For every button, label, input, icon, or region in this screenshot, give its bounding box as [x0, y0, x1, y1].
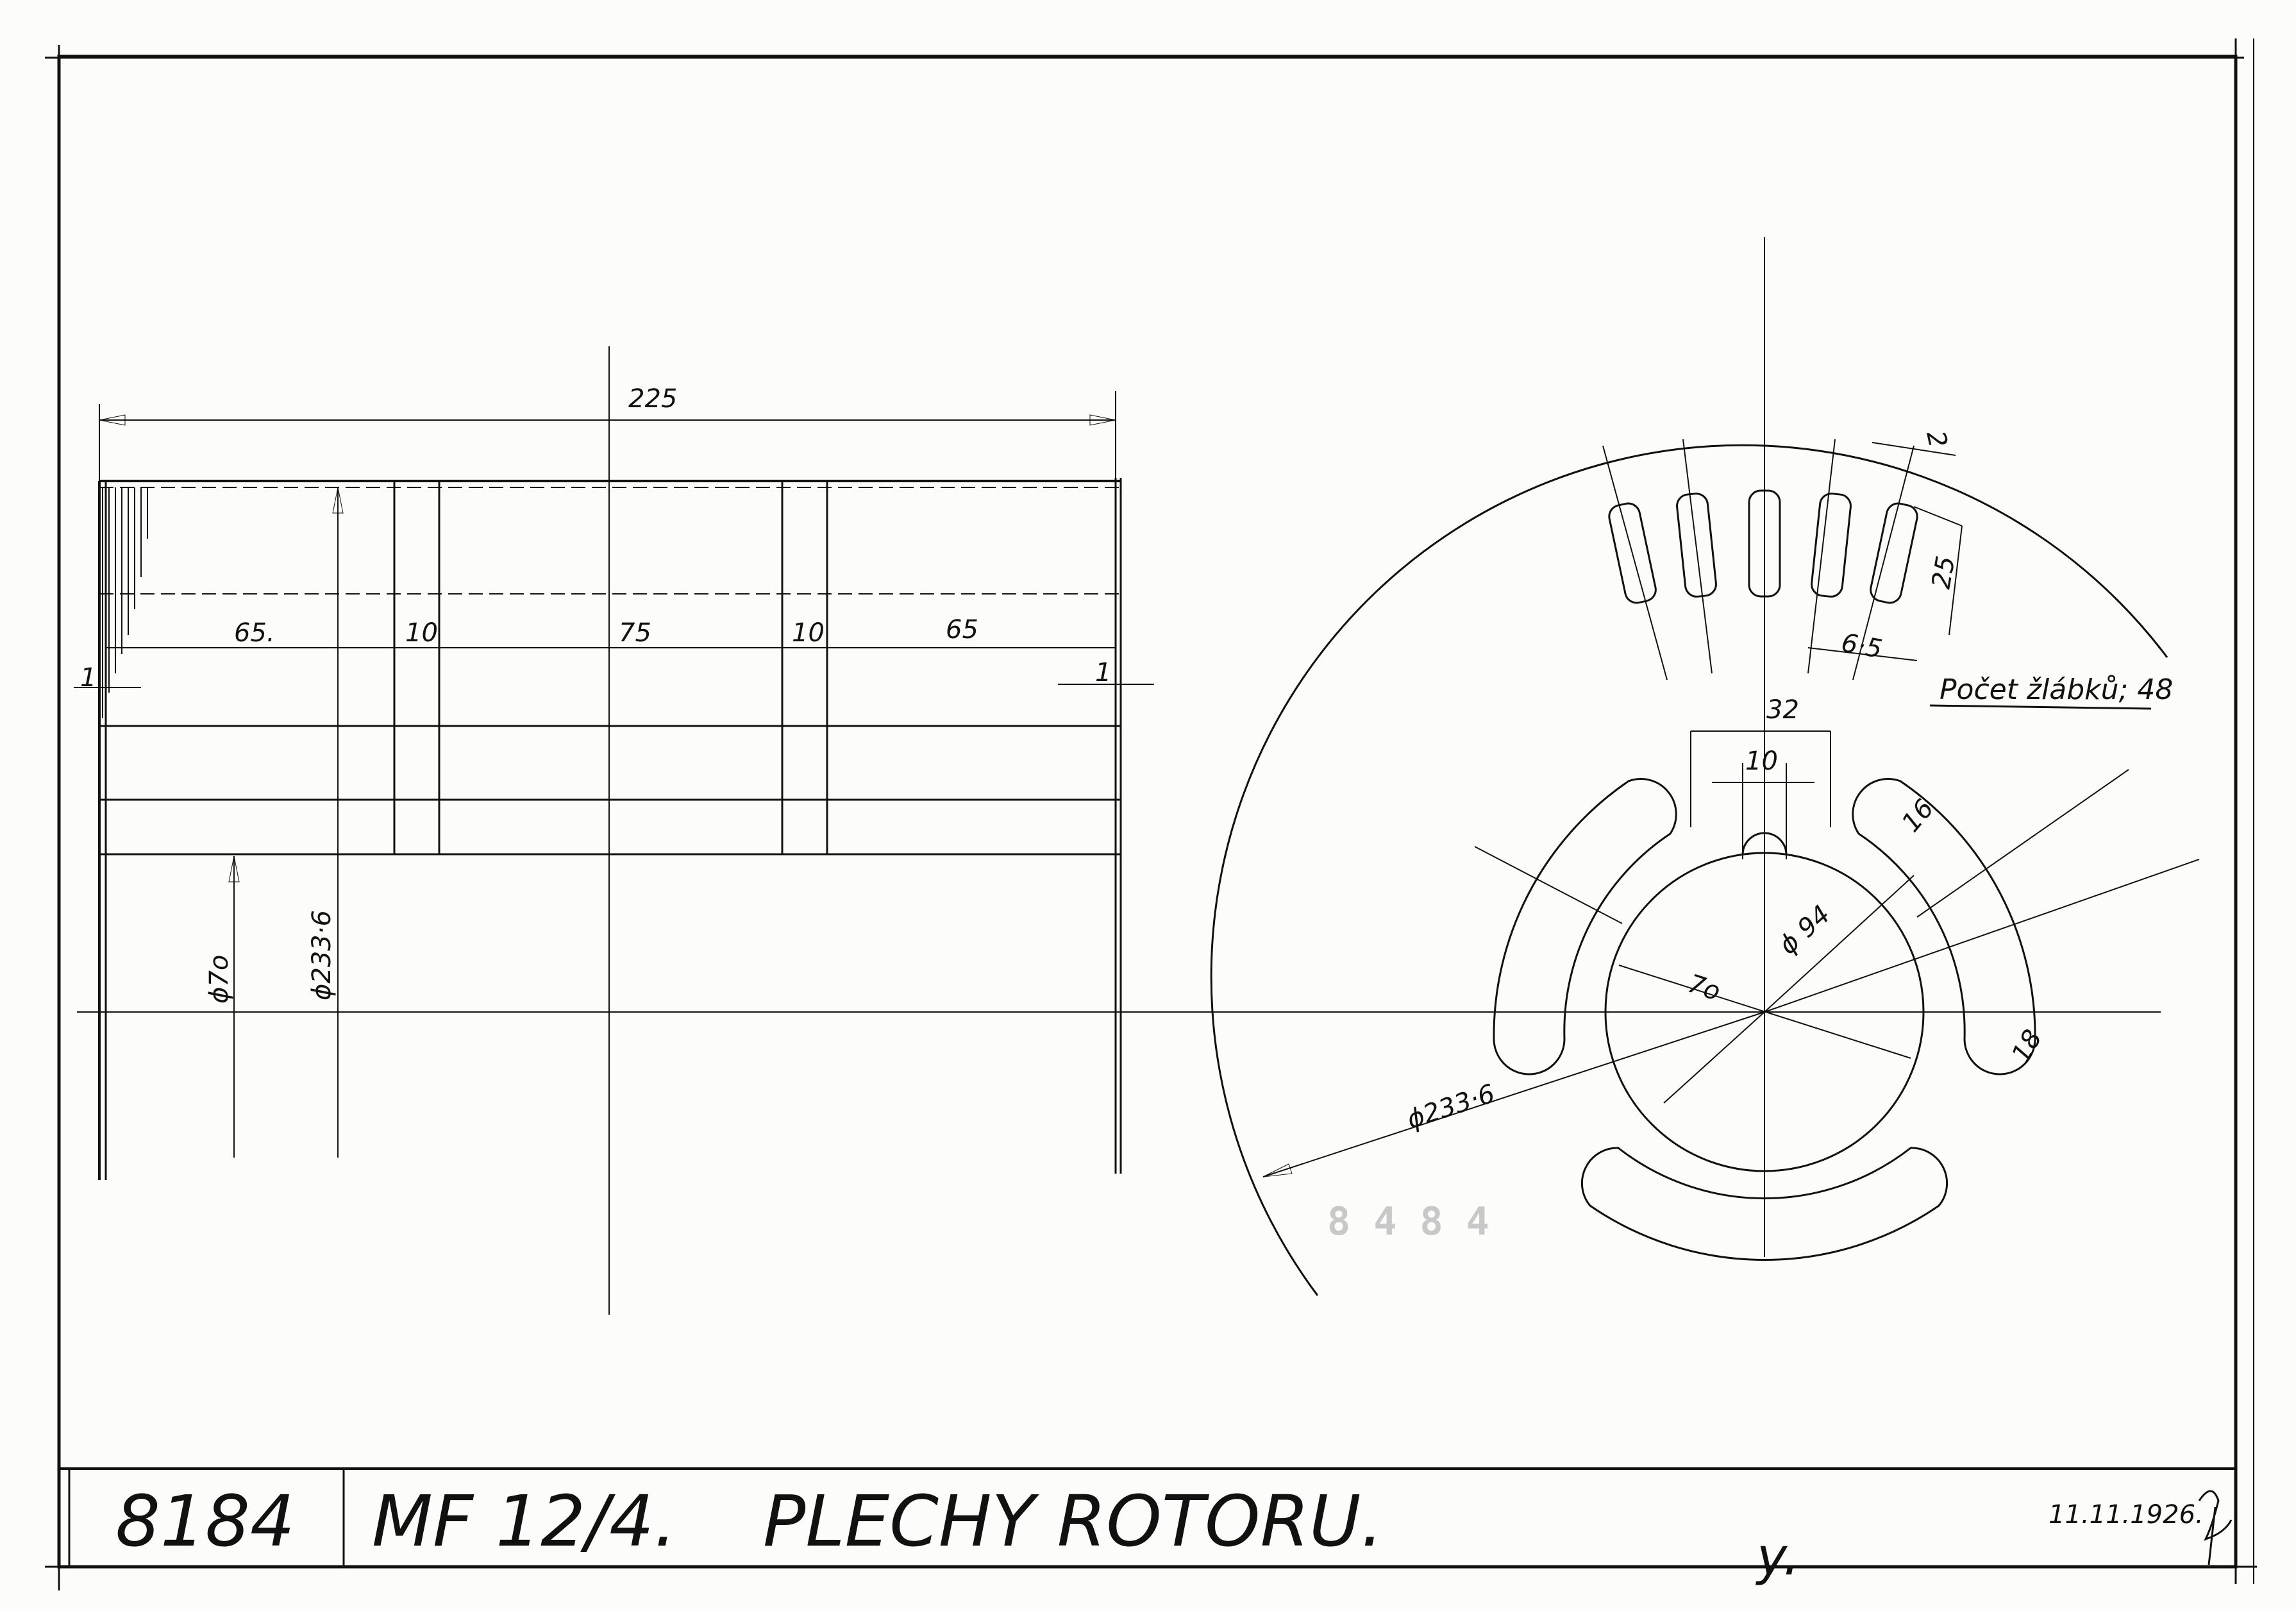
dim-outer-diameter-leader [1262, 1011, 1765, 1177]
outer-circle-arc [1210, 444, 2168, 1296]
vent-opening-left [1493, 778, 1677, 1075]
drawing-title: PLECHY ROTORU. [763, 1480, 1384, 1562]
dim-slot-depth: 25 [1927, 554, 1961, 591]
bore-circle [1604, 852, 1925, 1172]
dim-front-outer-diameter: ϕ233·6 [1404, 1079, 1498, 1134]
dim-slot-width: 2 [1920, 428, 1952, 450]
dim-segment-3: 75 [619, 618, 651, 648]
dim-vent-radius: 18 [2006, 1025, 2048, 1068]
dim-edge-right: 1 [1095, 658, 1111, 687]
drawing-date: 11.11.1926. [2049, 1500, 2204, 1530]
dim-segment-2: 10 [405, 618, 438, 648]
dim-shaft-diameter: 7o [1684, 969, 1724, 1007]
rotor-slots [1602, 439, 1918, 680]
vent-opening-bottom [1580, 1147, 1948, 1261]
dim-bore-diameter: ϕ 94 [1773, 900, 1836, 960]
keyway [1741, 832, 1788, 856]
drawing-number: 8184 [115, 1480, 295, 1562]
vent-opening-right [1852, 778, 2036, 1075]
dim-rib-width: 32 [1766, 695, 1799, 725]
dim-slot-pitch: 6·5 [1839, 628, 1884, 664]
dim-segment-4: 10 [792, 618, 825, 648]
dim-bore-leader [1764, 875, 1915, 1013]
dim-key-width: 10 [1745, 746, 1778, 776]
dim-segment-1: 65. [234, 618, 275, 648]
side-view: 225 65. 10 75 10 65 1 1 ϕ233·6 ϕ7o [74, 346, 2161, 1315]
faded-stamp: 8 4 8 4 [1327, 1199, 1489, 1244]
signature-scrawl [2198, 1490, 2233, 1565]
front-view: 32 10 ϕ233·6 ϕ 94 7o 16 18 2 [1210, 237, 2200, 1296]
dim-segment-5: 65 [946, 615, 978, 645]
spacer-2 [781, 480, 828, 856]
dim-side-inner-diameter: ϕ7o [205, 955, 234, 1004]
spacer-1 [393, 480, 440, 856]
dim-vent-width: 16 [1896, 794, 1940, 838]
model-designation: MF 12/4. [372, 1480, 676, 1562]
slot-count-note: Počet žlábků; 48 [1940, 673, 2173, 706]
hatching [102, 487, 148, 718]
dim-side-outer-diameter: ϕ233·6 [307, 910, 337, 1000]
signature-mark: y. [1756, 1527, 1800, 1587]
dim-edge-left: 1 [80, 663, 96, 693]
dim-overall-length: 225 [628, 384, 677, 414]
